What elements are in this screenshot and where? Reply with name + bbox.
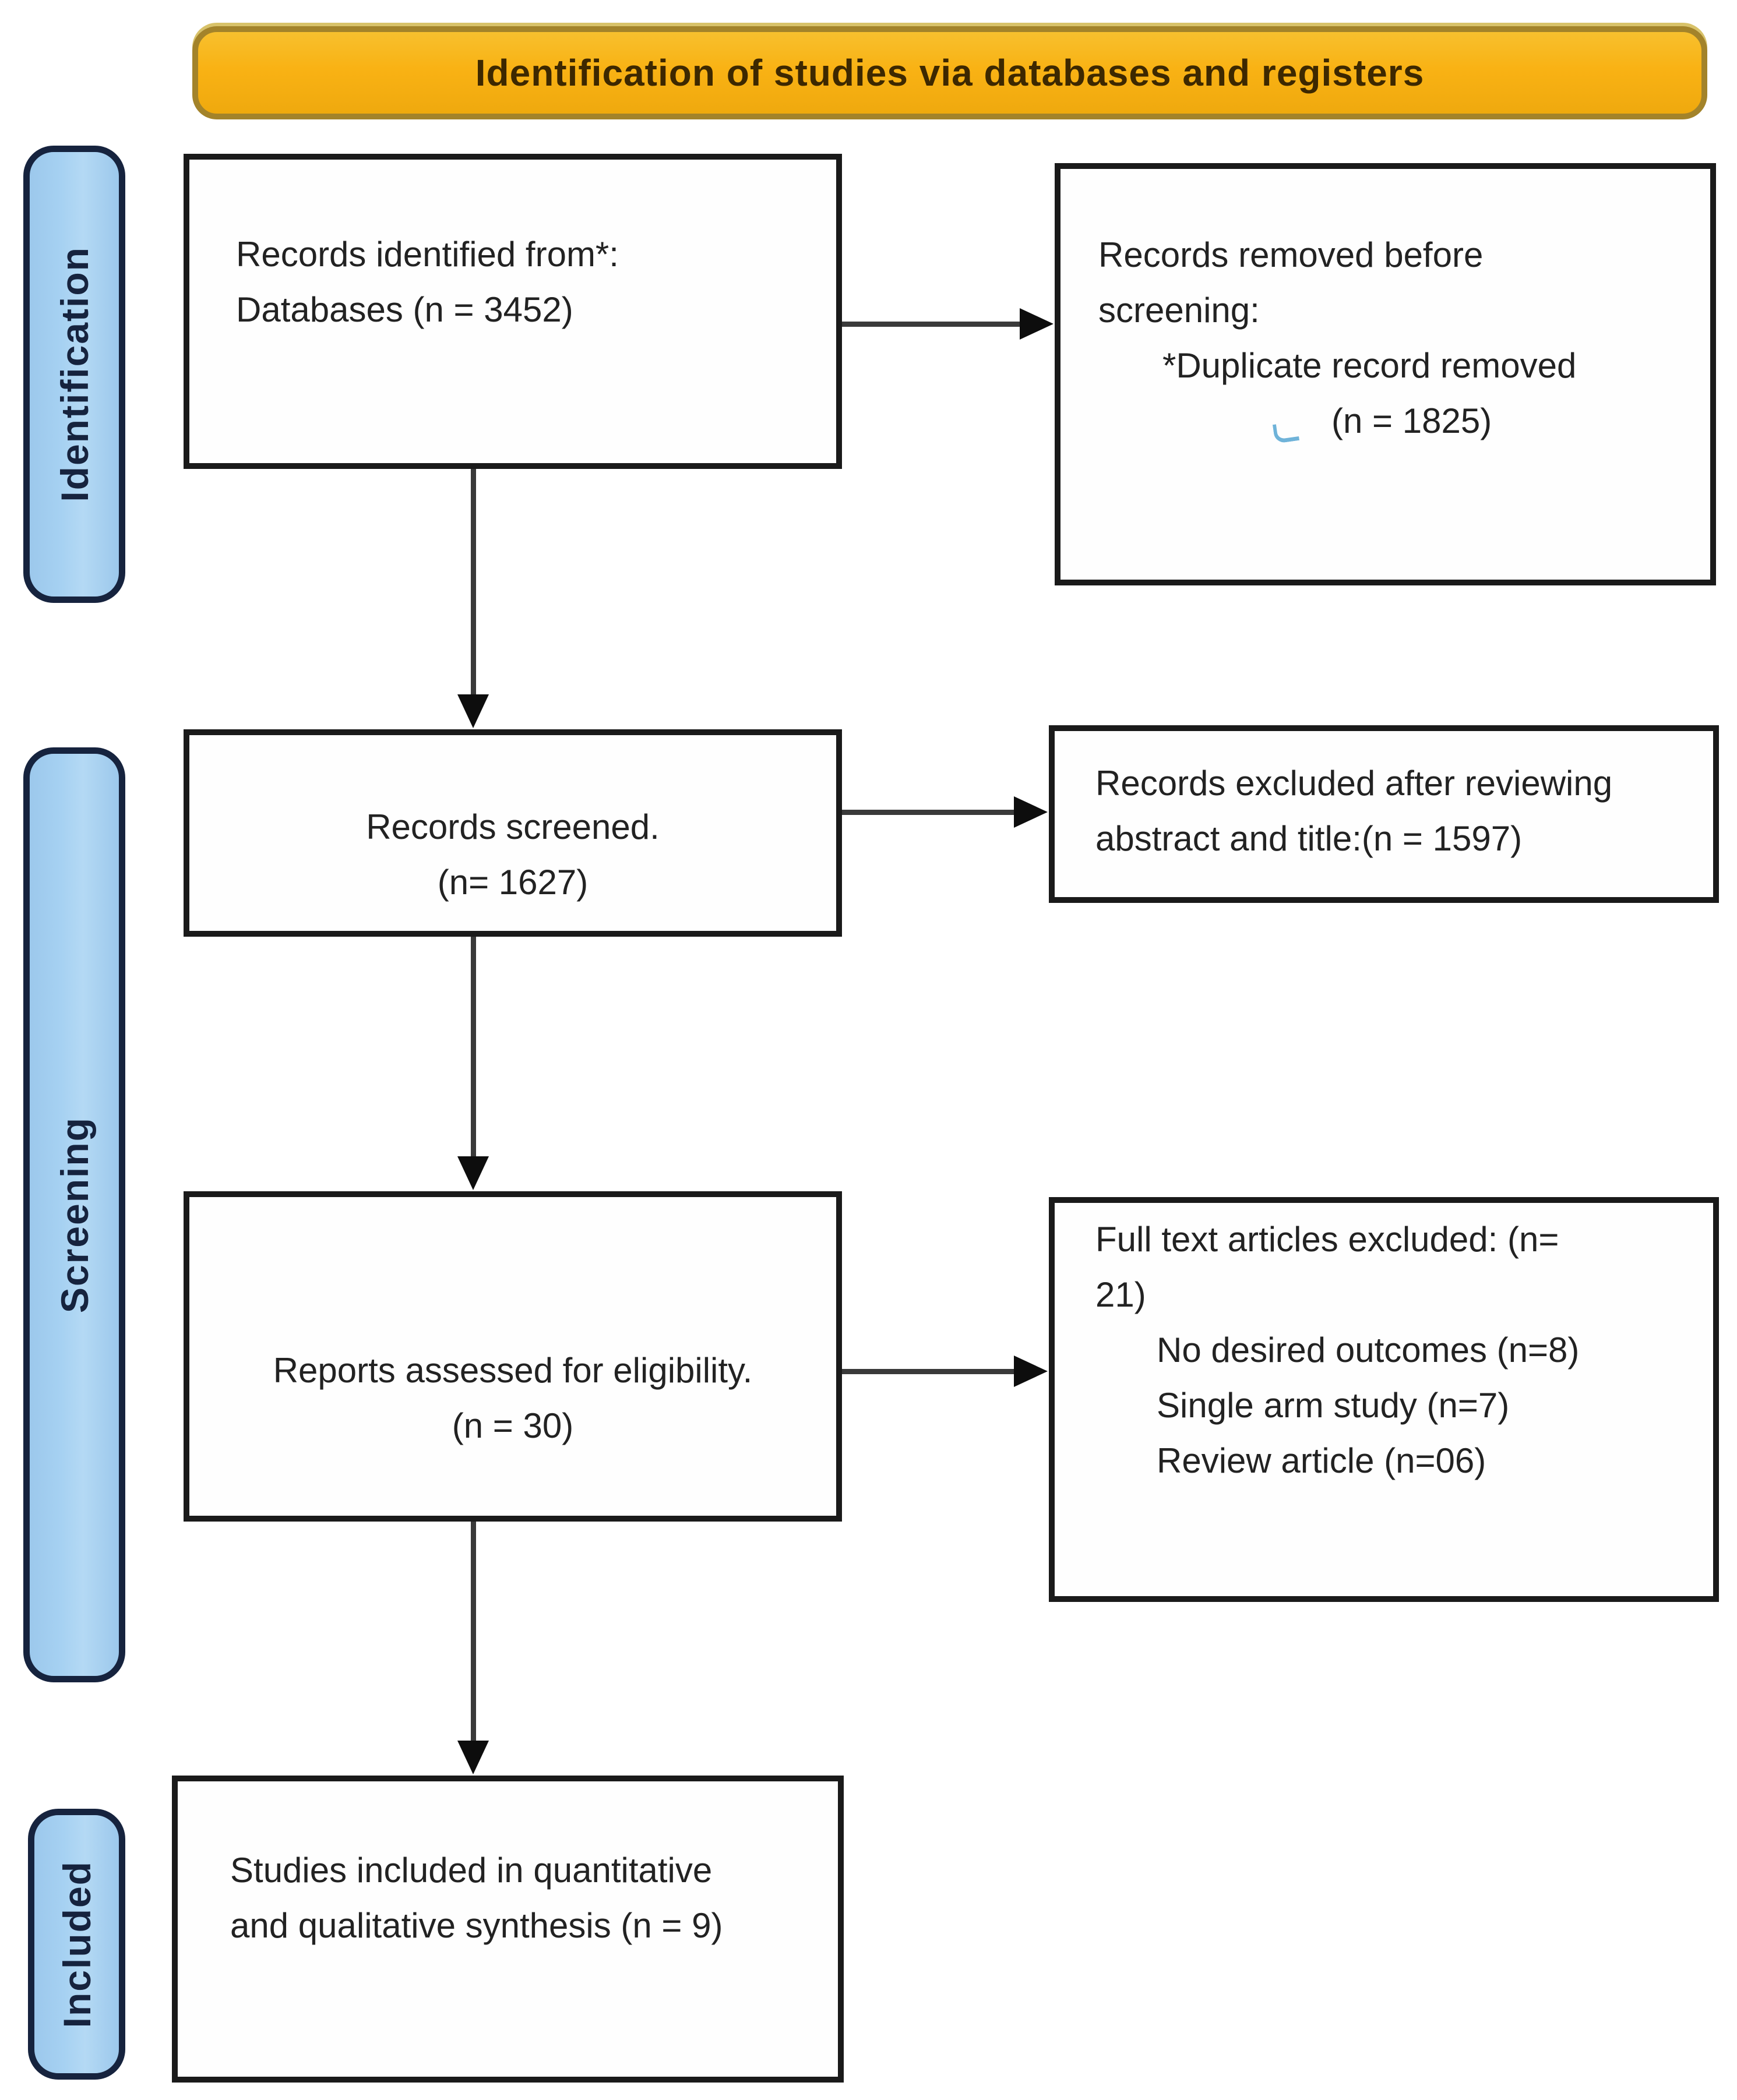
arrow-head-right-icon [1014,1356,1048,1387]
records-excluded-line2: abstract and title:(n = 1597) [1095,819,1523,858]
reports-assessed-line1: Reports assessed for eligibility. [273,1351,753,1390]
box-fulltext-excluded: Full text articles excluded: (n= 21) No … [1049,1197,1719,1602]
reports-assessed-line2: (n = 30) [452,1406,574,1445]
diagram-title: Identification of studies via databases … [475,52,1425,94]
stage-label-included-text: Included [55,1860,98,2028]
arrow-head-right-icon [1020,308,1054,340]
title-banner: Identification of studies via databases … [192,26,1707,119]
fulltext-excluded-line1: Full text articles excluded: (n= [1095,1220,1559,1259]
fulltext-excluded-reason-3: Review article (n=06) [1157,1441,1486,1480]
flow-arrow-assessed-to-fulltext-line [842,1369,1020,1374]
arrow-head-down-icon [457,694,489,728]
box-records-removed: Records removed before screening: *Dupli… [1055,163,1716,585]
box-studies-included: Studies included in quantitative and qua… [172,1776,844,2083]
records-screened-line2: (n= 1627) [437,863,589,902]
box-records-excluded: Records excluded after reviewing abstrac… [1049,725,1719,903]
records-excluded-line1: Records excluded after reviewing [1095,764,1613,803]
stage-label-screening: Screening [23,747,125,1682]
arrow-head-down-icon [457,1156,489,1190]
fulltext-excluded-reason-2: Single arm study (n=7) [1157,1386,1510,1425]
stage-label-identification: Identification [23,146,125,603]
arrow-head-down-icon [457,1741,489,1774]
records-removed-line1: Records removed before [1098,235,1484,274]
records-removed-line3: *Duplicate record removed [1162,346,1577,385]
fulltext-excluded-reason-1: No desired outcomes (n=8) [1157,1330,1580,1370]
flow-arrow-identified-to-removed-line [842,322,1024,327]
records-removed-line2: screening: [1098,291,1260,330]
stage-label-included: Included [28,1809,125,2080]
box-records-identified: Records identified from*: Databases (n =… [184,154,842,469]
records-removed-line4: (n = 1825) [1331,401,1492,440]
studies-included-line1: Studies included in quantitative [230,1851,713,1890]
flow-arrow-identified-to-screened-line [471,469,476,699]
records-screened-line1: Records screened. [366,807,660,846]
stage-label-screening-text: Screening [52,1116,96,1314]
flow-arrow-screened-to-excluded-line [842,810,1020,815]
records-identified-line2: Databases (n = 3452) [236,290,573,329]
flow-arrow-screened-to-assessed-line [471,937,476,1161]
studies-included-line2: and qualitative synthesis (n = 9) [230,1906,723,1945]
box-reports-assessed: Reports assessed for eligibility. (n = 3… [184,1191,842,1522]
box-records-screened: Records screened. (n= 1627) [184,729,842,937]
arrow-head-right-icon [1014,796,1048,828]
fulltext-excluded-line2: 21) [1095,1275,1146,1314]
records-identified-line1: Records identified from*: [236,235,619,274]
stage-label-identification-text: Identification [52,246,96,502]
flow-arrow-assessed-to-included-line [471,1522,476,1743]
